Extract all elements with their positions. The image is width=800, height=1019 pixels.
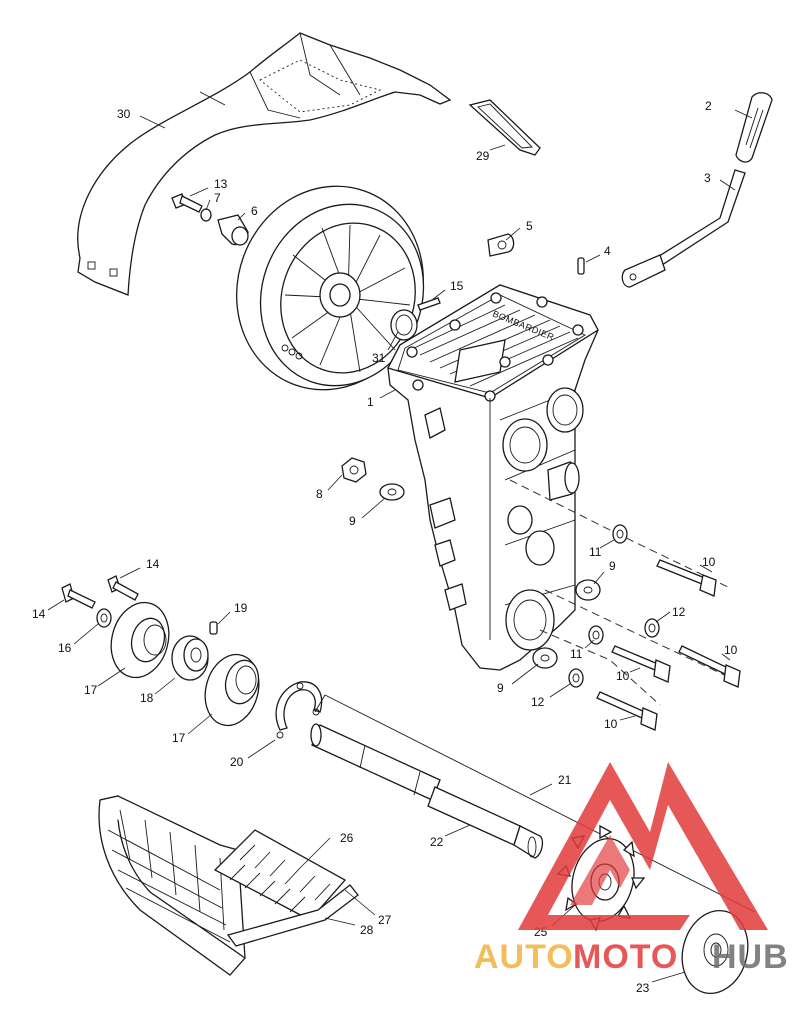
washer-part-11-a xyxy=(612,524,628,544)
callout-29: 29 xyxy=(476,149,490,163)
washer-part-9-c xyxy=(532,647,558,669)
callout-9-a: 9 xyxy=(349,514,356,528)
callout-2: 2 xyxy=(705,99,712,113)
washer-part-9-a xyxy=(379,483,405,501)
callout-31: 31 xyxy=(372,351,386,365)
watermark-auto: AUTO xyxy=(474,938,574,976)
callout-7: 7 xyxy=(214,191,221,205)
drive-axle-outline-part-21 xyxy=(314,694,756,913)
callout-10-b: 10 xyxy=(724,643,738,657)
callout-14-a: 14 xyxy=(146,557,160,571)
leader-lines xyxy=(47,109,753,983)
callout-30: 30 xyxy=(117,107,131,121)
callout-17-a: 17 xyxy=(84,683,98,697)
guard-part-30 xyxy=(77,32,452,296)
callout-21: 21 xyxy=(558,773,572,787)
washer-part-11-b xyxy=(588,625,604,645)
washer-part-12-b xyxy=(568,668,584,688)
bolt-part-10-d xyxy=(596,691,658,731)
callout-23: 23 xyxy=(636,981,650,995)
chaincase-housing-part-1: BOMBARDIER xyxy=(387,284,599,671)
callout-1: 1 xyxy=(367,395,374,409)
callout-11-a: 11 xyxy=(589,545,602,559)
callout-6: 6 xyxy=(251,204,258,218)
handle-grip-part-2 xyxy=(735,92,773,163)
callout-10-c: 10 xyxy=(616,669,630,683)
callout-27: 27 xyxy=(378,913,392,927)
callout-14-b: 14 xyxy=(32,607,46,621)
bolt-part-14-b xyxy=(107,575,139,601)
callout-5: 5 xyxy=(526,219,533,233)
bearing-part-18 xyxy=(171,635,209,681)
nut-part-8 xyxy=(341,457,367,483)
washer-part-12-a xyxy=(644,618,660,638)
callout-3: 3 xyxy=(704,171,711,185)
callout-10-a: 10 xyxy=(702,555,716,569)
callout-8: 8 xyxy=(316,487,323,501)
shift-lever-part-3 xyxy=(621,169,746,288)
callout-9-c: 9 xyxy=(497,681,504,695)
watermark-triangle-icon xyxy=(518,762,768,930)
washer-part-7 xyxy=(200,208,212,222)
set-screw-part-19 xyxy=(209,621,218,635)
hub-part-23 xyxy=(681,909,749,995)
watermark-hub: HUB xyxy=(712,938,789,976)
spacer-part-6 xyxy=(217,214,249,246)
callout-20: 20 xyxy=(230,755,244,769)
seal-part-31 xyxy=(390,309,418,341)
liner-part-27 xyxy=(226,884,359,947)
slide-plate-part-26 xyxy=(213,829,347,921)
watermark-logo: AUTO MOTO HUB xyxy=(474,762,789,976)
callout-17-b: 17 xyxy=(172,731,186,745)
callout-22: 22 xyxy=(430,835,444,849)
ring-part-20 xyxy=(275,681,323,739)
pin-part-4 xyxy=(577,257,585,275)
callout-11-b: 11 xyxy=(570,647,583,661)
washer-part-16 xyxy=(96,608,112,628)
clip-part-5 xyxy=(487,233,515,257)
flange-part-17-b xyxy=(204,653,260,727)
watermark-moto: MOTO xyxy=(573,938,678,976)
callout-15: 15 xyxy=(450,279,464,293)
gasket-part-29 xyxy=(468,99,541,156)
bolt-part-10-c xyxy=(611,645,671,683)
callout-4: 4 xyxy=(604,244,611,258)
pin-part-15 xyxy=(417,297,441,311)
callout-28: 28 xyxy=(360,923,374,937)
callout-13: 13 xyxy=(214,177,228,191)
callout-10-d: 10 xyxy=(604,717,618,731)
bolt-part-10-a xyxy=(656,559,717,597)
callout-18: 18 xyxy=(140,691,154,705)
callout-12-b: 12 xyxy=(531,695,545,709)
bolt-part-13 xyxy=(171,193,203,213)
track-part-28 xyxy=(98,795,246,976)
callout-19: 19 xyxy=(234,601,248,615)
washer-part-9-b xyxy=(575,579,601,601)
drive-wheel-part xyxy=(235,185,425,391)
bolt-part-14-a xyxy=(61,583,96,609)
axle-tube xyxy=(310,723,441,801)
callout-9-b: 9 xyxy=(609,559,616,573)
flange-part-17-a xyxy=(110,601,170,679)
callout-16: 16 xyxy=(58,641,72,655)
callout-26: 26 xyxy=(340,831,354,845)
axle-shaft-part-22 xyxy=(427,786,544,859)
bolt-part-10-b xyxy=(678,645,741,688)
callout-12-a: 12 xyxy=(672,605,686,619)
